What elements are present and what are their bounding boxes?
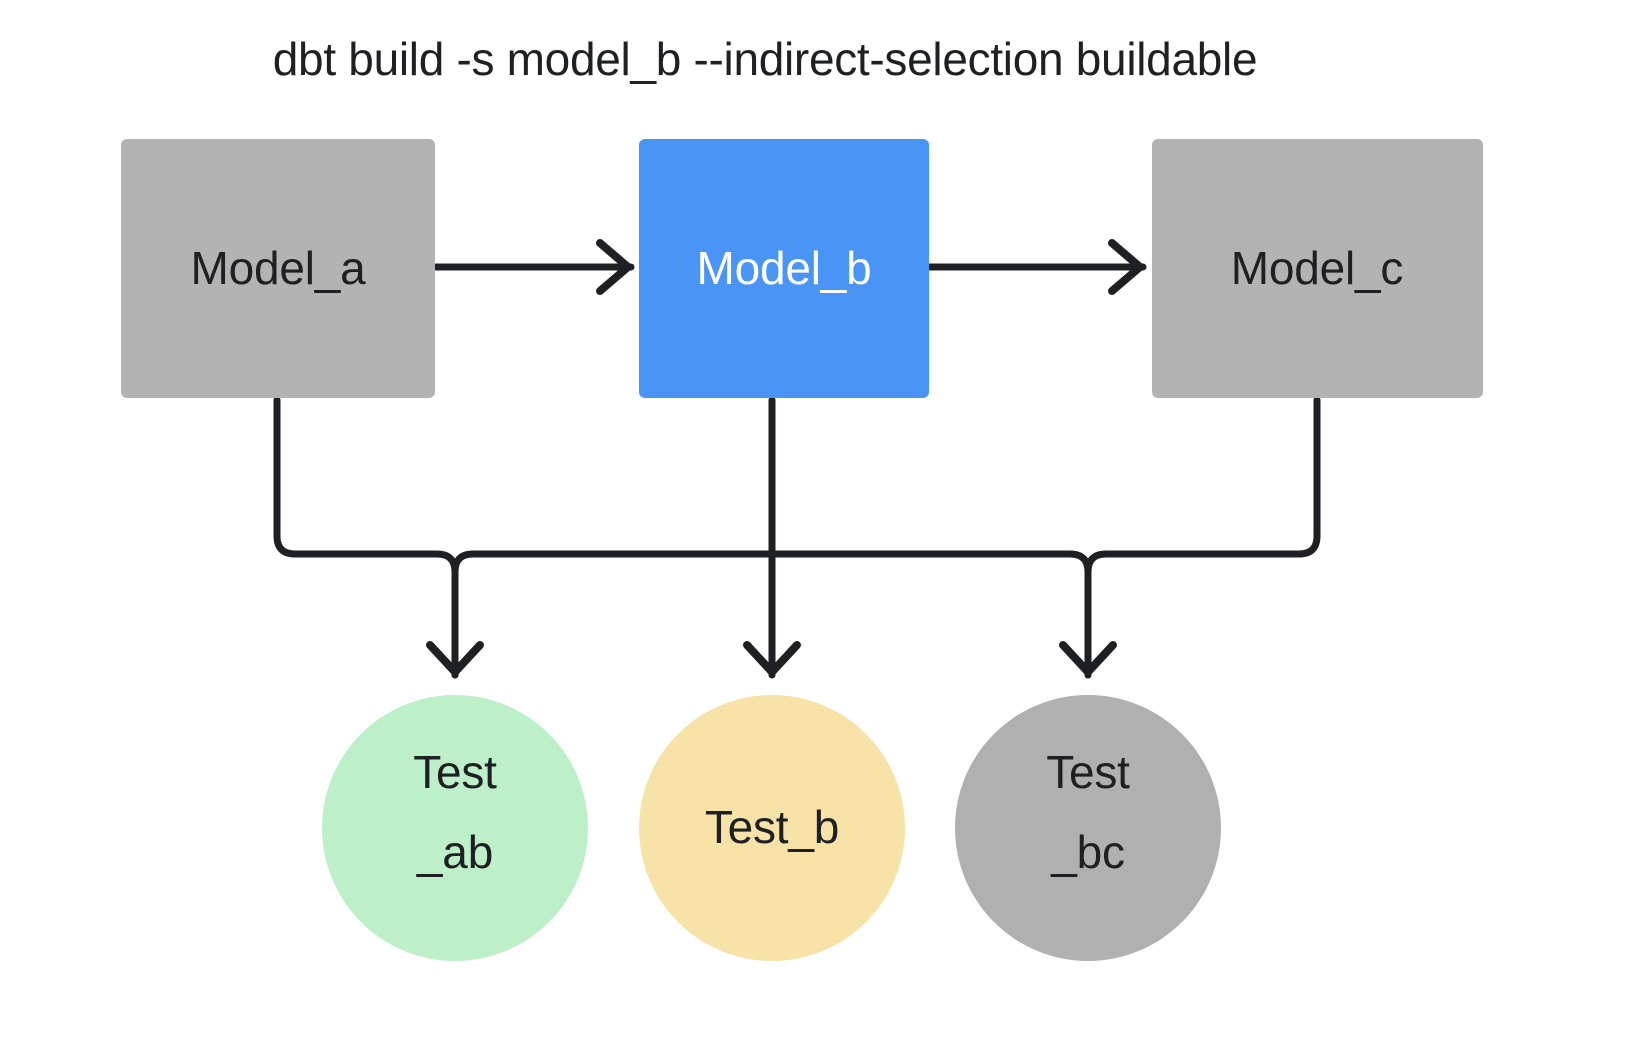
model-node-shape[interactable] [639, 139, 929, 398]
test-node-label: Test_bc [1046, 746, 1130, 878]
diagram-title: dbt build -s model_b --indirect-selectio… [273, 33, 1257, 85]
edge-line [768, 550, 1092, 679]
edge-model_b-to-test_b [743, 396, 801, 679]
edge-model_a-to-test_ab [273, 396, 484, 679]
edge-line [273, 396, 459, 679]
edge-model_a-to-model_b [432, 239, 635, 295]
edge-model_b-to-model_c [926, 239, 1147, 295]
edge-model_b-to-test_ab [451, 550, 776, 679]
test-node-label: Test_b [705, 801, 839, 853]
model-node-model_b[interactable]: Model_b [639, 139, 929, 398]
edge-model_c-to-test_bc [1084, 396, 1321, 679]
model-node-shape[interactable] [1152, 139, 1483, 398]
model-node-label: Model_a [190, 242, 366, 294]
model-node-label: Model_c [1231, 242, 1403, 294]
arrowhead-icon [1108, 239, 1144, 295]
arrowhead-icon [596, 239, 632, 295]
test-node-test_b[interactable]: Test_b [639, 695, 905, 961]
test-node-test_bc[interactable]: Test_bc [955, 695, 1221, 961]
test-node-label: Test_ab [413, 746, 497, 878]
test-node-shape[interactable] [639, 695, 905, 961]
test-node-shape[interactable] [322, 695, 588, 961]
test-nodes-group: Test_ab Test_b Test_bc [322, 695, 1221, 961]
edge-line [1084, 396, 1321, 679]
model-nodes-group: Model_a Model_b Model_c [121, 139, 1483, 398]
edge-model_b-to-test_bc [768, 550, 1117, 679]
model-node-model_a[interactable]: Model_a [121, 139, 435, 398]
edge-line [451, 550, 776, 679]
edges-group [273, 239, 1321, 679]
test-node-shape[interactable] [955, 695, 1221, 961]
model-node-model_c[interactable]: Model_c [1152, 139, 1483, 398]
arrowhead-icon [743, 641, 801, 676]
test-node-test_ab[interactable]: Test_ab [322, 695, 588, 961]
model-node-shape[interactable] [121, 139, 435, 398]
model-node-label: Model_b [696, 242, 871, 294]
